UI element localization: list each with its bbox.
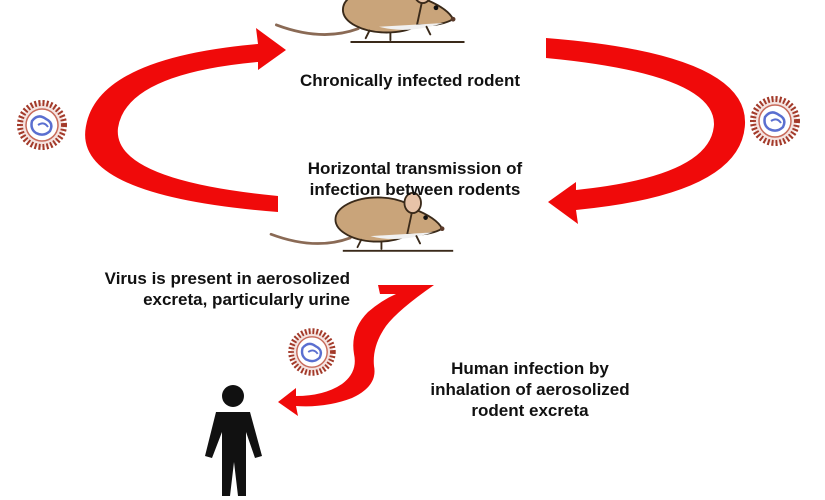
human-line-2: inhalation of aerosolized <box>430 380 630 399</box>
virus-particle-icon-right <box>753 99 797 143</box>
right-cycle-arrow <box>546 38 746 224</box>
rodent-icon-middle <box>269 191 455 253</box>
rodent-icon-top <box>274 0 466 44</box>
horizontal-transmission-label: Horizontal transmission of infection bet… <box>255 158 575 200</box>
virus-particle-icon-left <box>20 103 64 147</box>
virus-particle-icon-bottom <box>291 331 333 373</box>
left-cycle-arrow <box>85 28 286 212</box>
human-line-1: Human infection by <box>451 359 609 378</box>
human-infection-arrow <box>278 285 434 416</box>
virus-excreta-label: Virus is present in aerosolized excreta,… <box>0 268 350 310</box>
human-line-3: rodent excreta <box>471 401 589 420</box>
virus-line-1: Virus is present in aerosolized <box>104 269 350 288</box>
virus-line-2: excreta, particularly urine <box>143 290 350 309</box>
human-figure-icon <box>205 385 262 496</box>
chronic-rodent-label: Chronically infected rodent <box>299 71 521 90</box>
human-infection-label: Human infection by inhalation of aerosol… <box>380 358 680 421</box>
horizontal-line-1: Horizontal transmission of <box>307 159 523 178</box>
horizontal-line-2: infection between rodents <box>309 180 521 199</box>
